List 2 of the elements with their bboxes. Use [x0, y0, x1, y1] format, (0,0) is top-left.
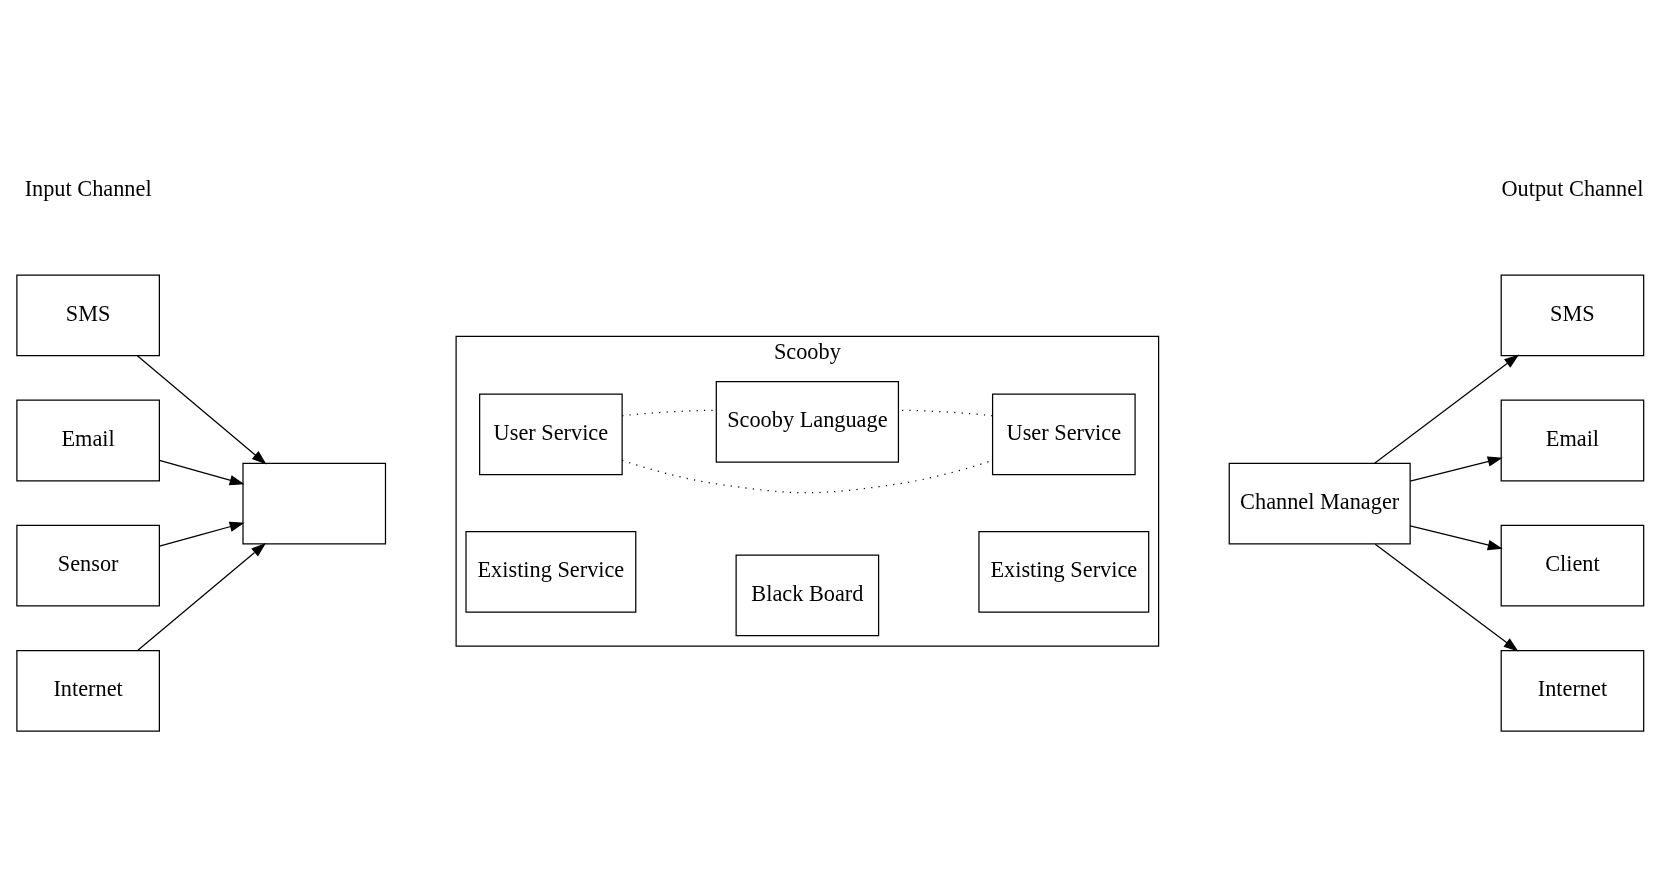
label: Output Channel [1501, 175, 1644, 201]
label: Input Channel [24, 175, 152, 201]
